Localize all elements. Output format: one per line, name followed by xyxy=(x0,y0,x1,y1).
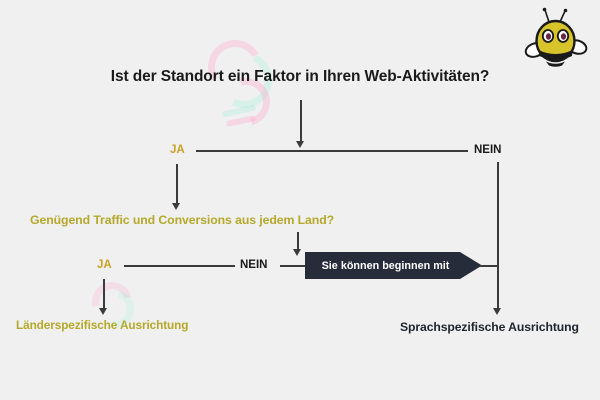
bee-logo xyxy=(524,7,588,67)
watermark-pink-arc xyxy=(201,33,269,101)
connector-question2-to-branch2 xyxy=(297,232,299,252)
branch2-yes-label: JA xyxy=(97,259,112,271)
branch1-yes-label: JA xyxy=(170,144,185,156)
banner-to-outcome-right-connector xyxy=(480,265,498,267)
outcome-right-label: Sprachspezifische Ausrichtung xyxy=(400,320,579,334)
arrowhead-branch2yes-to-outcome-left xyxy=(99,308,107,315)
watermark-bar-pink xyxy=(225,114,257,128)
question-2-text: Genügend Traffic und Conversions aus jed… xyxy=(30,213,335,227)
connector-branch1yes-to-question2 xyxy=(176,164,178,205)
arrowhead-branch1no-to-outcome-right xyxy=(493,308,501,315)
connector-branch2yes-to-outcome-left xyxy=(103,279,105,311)
branch2-no-label: NEIN xyxy=(240,259,268,271)
start-with-banner: Sie können beginnen mit xyxy=(305,252,482,279)
page-title: Ist der Standort ein Faktor in Ihren Web… xyxy=(110,68,490,85)
connector-title-to-branch1 xyxy=(300,100,302,143)
watermark-bar-mint xyxy=(221,104,257,118)
arrowhead-branch1yes-to-question2 xyxy=(172,203,180,210)
outcome-left-label: Länderspezifische Ausrichtung xyxy=(16,318,189,332)
branch2-horizontal-connector-right xyxy=(280,265,306,267)
arrowhead-title-to-branch1 xyxy=(296,141,304,148)
arrowhead-question2-to-branch2 xyxy=(293,249,301,256)
connector-branch1no-to-outcome-right xyxy=(497,162,499,312)
branch2-horizontal-connector-left xyxy=(124,265,235,267)
branch1-no-label: NEIN xyxy=(474,144,502,156)
branch1-horizontal-connector xyxy=(196,150,468,152)
